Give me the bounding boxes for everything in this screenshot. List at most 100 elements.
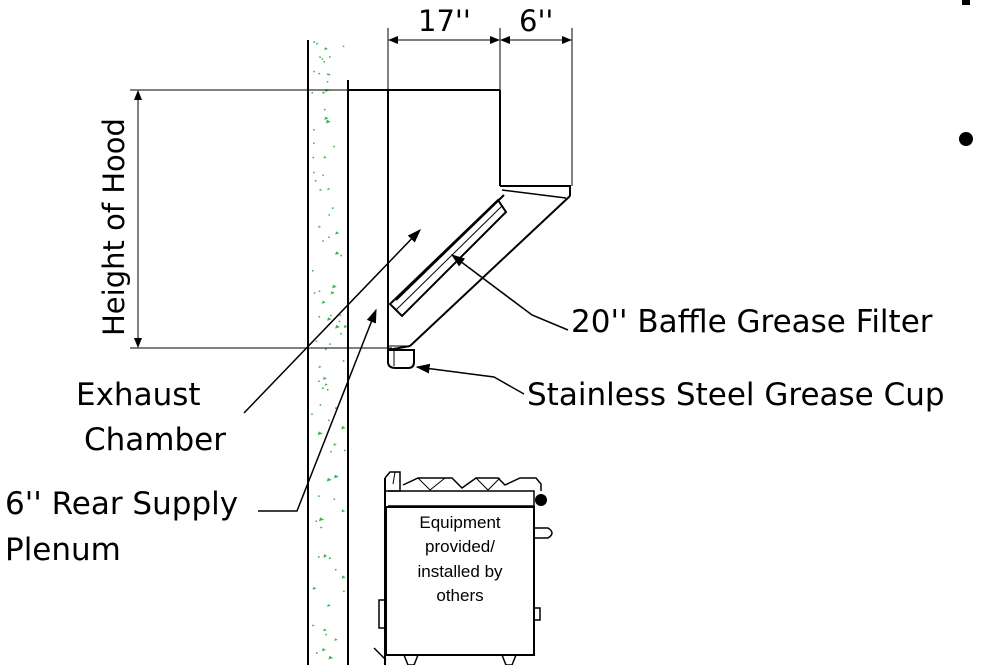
concrete-speckle xyxy=(315,340,318,343)
concrete-speckle xyxy=(326,477,332,482)
dimension-label-front-extension: 6'' xyxy=(519,4,553,38)
concrete-speckle xyxy=(317,431,323,436)
concrete-speckle xyxy=(322,91,326,94)
concrete-speckle xyxy=(312,142,315,145)
label-grease-cup: Stainless Steel Grease Cup xyxy=(527,377,945,413)
concrete-speckle xyxy=(330,450,332,453)
concrete-speckle xyxy=(319,56,321,59)
concrete-speckle xyxy=(330,314,332,317)
leader-grease-cup xyxy=(415,363,525,395)
concrete-speckle xyxy=(318,225,322,228)
concrete-speckle xyxy=(322,240,324,242)
concrete-speckle xyxy=(328,655,334,660)
concrete-speckle xyxy=(323,628,327,632)
label-exhaust-chamber-line2: Chamber xyxy=(84,422,226,458)
concrete-speckle xyxy=(333,474,339,479)
concrete-speckle xyxy=(324,47,329,51)
concrete-speckle xyxy=(326,388,329,391)
concrete-speckle xyxy=(311,413,313,416)
concrete-speckle xyxy=(312,156,315,159)
concrete-speckle xyxy=(328,56,331,58)
concrete-speckle xyxy=(342,590,345,593)
equipment-note-line4: others xyxy=(436,586,483,605)
label-baffle-filter: 20'' Baffle Grease Filter xyxy=(571,304,933,340)
concrete-speckle xyxy=(318,72,321,75)
concrete-speckle xyxy=(342,45,345,48)
bullet-dot-partial xyxy=(962,0,970,5)
concrete-speckle xyxy=(319,404,322,406)
equipment-note-line2: provided/ xyxy=(425,537,495,556)
concrete-speckle xyxy=(318,380,320,383)
concrete-speckle xyxy=(340,254,343,257)
wall xyxy=(307,40,349,665)
concrete-speckle xyxy=(328,557,332,560)
leader-filter xyxy=(450,254,569,331)
concrete-speckle xyxy=(319,517,325,522)
concrete-speckle xyxy=(321,58,324,60)
concrete-speckle xyxy=(328,214,331,216)
concrete-speckle xyxy=(313,41,316,43)
concrete-speckle xyxy=(321,647,327,652)
concrete-speckle xyxy=(317,556,320,558)
concrete-speckle xyxy=(333,498,336,500)
concrete-speckle xyxy=(330,291,335,295)
concrete-speckle xyxy=(338,320,341,323)
concrete-speckle xyxy=(323,156,327,159)
concrete-speckle xyxy=(313,171,315,174)
concrete-speckle xyxy=(319,188,323,192)
concrete-speckle xyxy=(335,251,340,255)
concrete-speckle xyxy=(318,365,322,369)
callout-leaders xyxy=(243,228,569,512)
leader-exhaust-chamber xyxy=(243,228,421,414)
concrete-speckle xyxy=(334,406,339,410)
concrete-speckle xyxy=(343,449,346,452)
concrete-speckle xyxy=(327,603,331,607)
equipment-note-line1: Equipment xyxy=(419,513,501,532)
concrete-speckle xyxy=(333,443,337,446)
concrete-speckle xyxy=(313,128,315,131)
concrete-speckle xyxy=(313,292,316,294)
concrete-speckle xyxy=(325,633,328,636)
concrete-speckle xyxy=(334,568,337,571)
concrete-speckle xyxy=(328,236,330,239)
concrete-speckle xyxy=(328,73,331,76)
concrete-speckle xyxy=(312,624,315,627)
concrete-speckle xyxy=(331,207,334,210)
wall-concrete-hatch xyxy=(311,41,348,660)
concrete-speckle xyxy=(311,269,314,272)
concrete-speckle xyxy=(335,231,340,235)
concrete-speckle xyxy=(318,315,321,318)
concrete-speckle xyxy=(318,290,321,293)
concrete-speckle xyxy=(311,91,314,94)
concrete-speckle xyxy=(329,343,331,345)
concrete-speckle xyxy=(332,284,337,289)
concrete-speckle xyxy=(323,60,326,63)
concrete-speckle xyxy=(322,174,325,177)
concrete-speckle xyxy=(317,495,320,498)
concrete-speckle xyxy=(312,587,315,590)
concrete-speckle xyxy=(343,324,348,329)
cooking-equipment: Equipment provided/ installed by others xyxy=(373,471,553,666)
concrete-speckle xyxy=(321,386,325,390)
concrete-speckle xyxy=(315,520,318,523)
concrete-speckle xyxy=(323,554,328,558)
concrete-speckle xyxy=(333,145,335,148)
concrete-speckle xyxy=(321,300,326,304)
concrete-speckle xyxy=(315,652,318,654)
dimension-hood-height: Height of Hood xyxy=(97,89,392,349)
concrete-speckle xyxy=(335,324,341,329)
leader-rear-supply xyxy=(258,308,377,512)
dimension-label-hood-height: Height of Hood xyxy=(97,118,131,336)
concrete-speckle xyxy=(315,42,319,45)
dimension-label-hood-depth: 17'' xyxy=(418,4,471,38)
concrete-speckle xyxy=(341,425,346,430)
concrete-speckle xyxy=(325,348,327,351)
concrete-speckle xyxy=(325,119,331,124)
label-rear-supply-line2: Plenum xyxy=(5,532,121,568)
grease-cup xyxy=(387,349,415,369)
concrete-speckle xyxy=(341,509,346,513)
dimension-hood-depth: 17'' xyxy=(387,4,501,90)
concrete-speckle xyxy=(322,376,327,380)
